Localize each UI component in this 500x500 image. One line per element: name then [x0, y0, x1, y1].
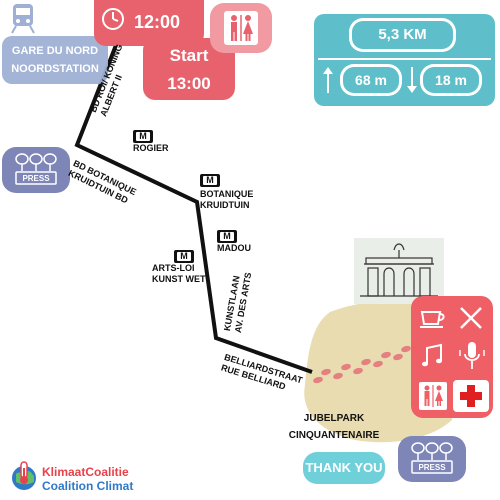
microphone-press-icon: [411, 442, 453, 474]
arrow-up-icon: [323, 67, 333, 93]
music-notes-icon: [422, 343, 442, 367]
cutlery-icon: [460, 307, 482, 329]
arch-monument-icon: [360, 243, 438, 297]
tea-cup-icon: [420, 311, 445, 328]
station-rogier: M ROGIER: [133, 130, 169, 154]
station-name: KRUIDTUIN: [200, 200, 250, 210]
station-name: KUNST WET: [152, 274, 206, 284]
route-info-card: 5,3 KM 68 m 18 m: [314, 14, 495, 106]
metro-icon: M: [133, 130, 153, 143]
distance-value: 5,3 KM: [352, 21, 453, 49]
metro-symbol: M: [177, 252, 191, 261]
metro-symbol: M: [136, 132, 150, 141]
station-botanique: M BOTANIQUE KRUIDTUIN: [200, 174, 253, 211]
station-madou: M MADOU: [217, 230, 251, 254]
distance-pill: 5,3 KM: [349, 18, 456, 52]
metro-icon: M: [217, 230, 237, 243]
logo-line1: KlimaatCoalitie: [42, 465, 129, 479]
metro-symbol: M: [220, 232, 234, 241]
press-label-left: PRESS: [22, 174, 50, 183]
gather-time: 12:00: [134, 12, 181, 32]
cinquantenaire-arch-image: [354, 238, 444, 304]
station-name: ROGIER: [133, 143, 169, 153]
descent-pill: 18 m: [420, 64, 482, 96]
train-icon: [11, 4, 35, 34]
ascent-value: 68 m: [343, 67, 399, 93]
destination-line1: JUBELPARK: [303, 413, 365, 424]
route-line: [74, 39, 313, 374]
start-station-line1: GARE DU NORD: [11, 45, 99, 57]
logo-line2: Coalition Climat: [42, 479, 134, 493]
ascent-pill: 68 m: [340, 64, 402, 96]
park-facilities-panel: [411, 296, 493, 418]
arrow-down-icon: [407, 67, 417, 93]
globe-thermometer-icon: [12, 461, 36, 490]
thank-you-badge: THANK YOU: [303, 452, 385, 484]
start-station-line2: NOORDSTATION: [11, 63, 99, 75]
start-station-badge: GARE DU NORD NOORDSTATION: [2, 36, 108, 84]
station-arts-loi: M ARTS-LOI KUNST WET: [152, 250, 206, 285]
start-label: Start: [169, 46, 209, 65]
footprints-icon: [313, 345, 411, 384]
divider: [318, 58, 491, 60]
toilet-icon: [419, 382, 447, 410]
microphone-press-icon: [15, 153, 57, 185]
toilet-icon: [224, 11, 258, 45]
press-badge-left: PRESS: [2, 147, 70, 193]
start-time: 13:00: [167, 74, 211, 93]
clock-icon: [102, 8, 124, 30]
station-name: ARTS-LOI: [152, 263, 195, 273]
first-aid-panel: [453, 380, 489, 412]
descent-value: 18 m: [423, 67, 479, 93]
press-label-right: PRESS: [418, 463, 446, 472]
metro-icon: M: [200, 174, 220, 187]
microphone-icon: [459, 342, 485, 369]
destination-label: JUBELPARK CINQUANTENAIRE: [286, 410, 382, 444]
toilet-badge: [210, 3, 272, 53]
metro-symbol: M: [203, 176, 217, 185]
first-aid-cross-icon: [460, 385, 482, 407]
station-name: BOTANIQUE: [200, 189, 254, 199]
press-badge-right: PRESS: [398, 436, 466, 482]
metro-icon: M: [174, 250, 194, 263]
destination-line2: CINQUANTENAIRE: [288, 430, 380, 441]
station-name: MADOU: [217, 243, 251, 253]
